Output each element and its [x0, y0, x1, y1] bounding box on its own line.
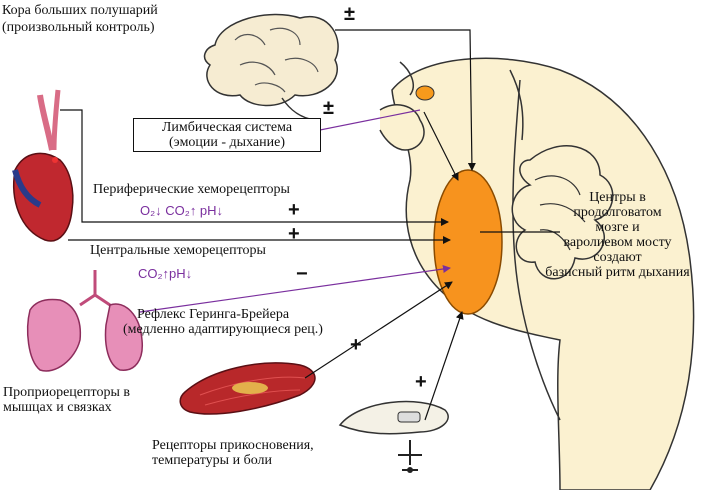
label-centers-line4: варолиевом мосту: [563, 235, 672, 250]
label-touch-receptors: Рецепторы прикосновения,: [152, 438, 314, 453]
sign-central: +: [288, 223, 300, 245]
sign-peripheral: +: [288, 199, 300, 221]
brainstem-drawing: [379, 57, 695, 490]
muscle-icon: [179, 362, 316, 415]
heart-icon: [12, 89, 74, 242]
sign-proprioceptors: +: [350, 334, 362, 356]
label-proprioceptors-sub: мышцах и связках: [3, 400, 112, 415]
sign-limbic: ±: [323, 97, 334, 119]
label-cortex: Кора больших полушарий: [2, 3, 158, 18]
label-peripheral-chemoreceptors: Периферические хеморецепторы: [93, 182, 290, 197]
label-limbic-line2: (эмоции - дыхание): [169, 135, 285, 150]
label-hering-breuer-sub: (медленно адаптирующиеся рец.): [123, 322, 323, 337]
label-limbic-system: Лимбическая система (эмоции - дыхание): [133, 118, 321, 152]
label-cortex-sub: (произвольный контроль): [2, 20, 155, 35]
label-centers-line5: создают: [593, 250, 642, 265]
label-central-stimuli: CO₂↑pH↓: [138, 266, 193, 281]
medulla-respiratory-center: [433, 169, 503, 315]
label-respiratory-centers: Центры в продолговатом мозге и варолиево…: [535, 190, 700, 280]
label-centers-line6: базисный ритм дыхания: [545, 265, 690, 280]
label-centers-line3: мозге и: [595, 220, 640, 235]
label-proprioceptors: Проприорецепторы в: [3, 385, 130, 400]
label-hering-breuer: Рефлекс Геринга-Брейера: [137, 307, 290, 322]
label-central-chemoreceptors: Центральные хеморецепторы: [90, 243, 266, 258]
sign-touch: +: [415, 371, 427, 393]
sign-cortex: ±: [344, 3, 355, 25]
label-limbic-line1: Лимбическая система: [161, 120, 293, 135]
label-touch-receptors-sub: температуры и боли: [152, 453, 272, 468]
lungs-icon: [26, 270, 143, 372]
label-centers-line1: Центры в: [589, 190, 646, 205]
finger-icon: [338, 400, 449, 473]
label-centers-line2: продолговатом: [573, 205, 662, 220]
label-peripheral-stimuli: O₂↓ CO₂↑ pH↓: [140, 203, 224, 218]
sign-hering-breuer: −: [296, 263, 308, 285]
pathway-lines: [60, 29, 560, 421]
brain-icon: [203, 13, 339, 121]
